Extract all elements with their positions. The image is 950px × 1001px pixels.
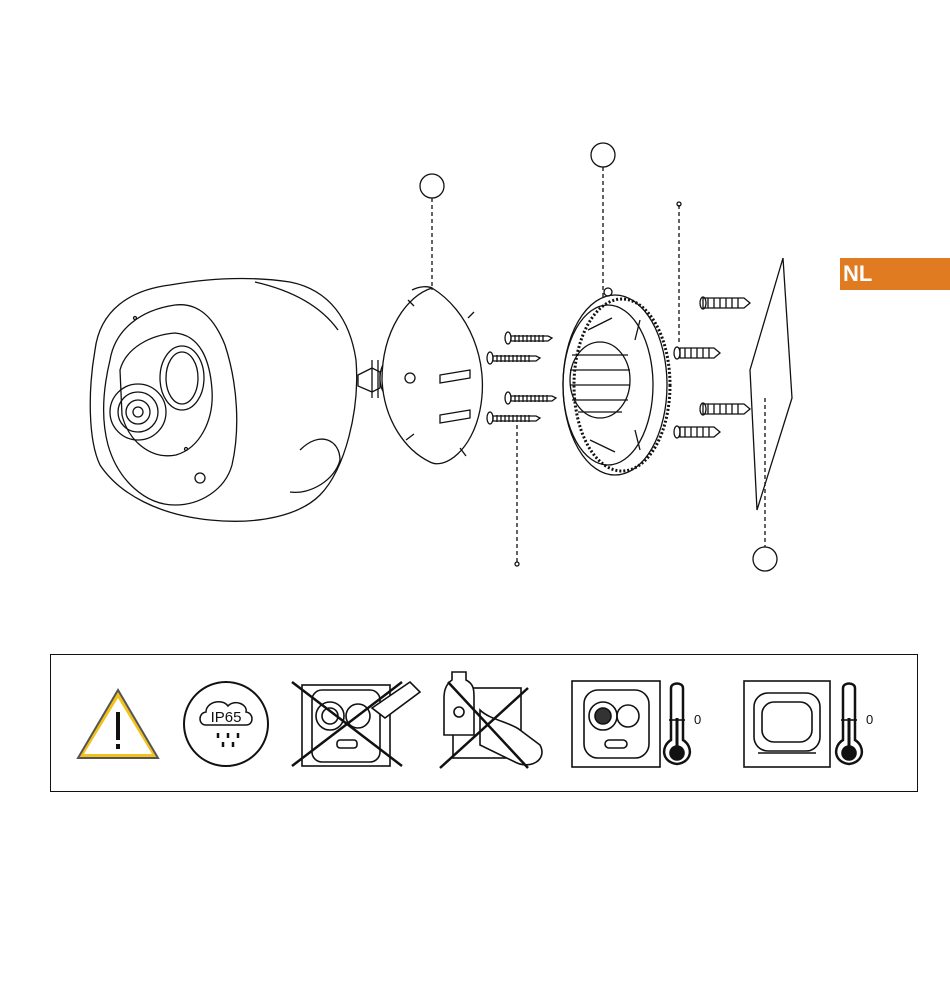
ip65-rain-icon: IP65 bbox=[184, 682, 268, 766]
mounting-diagram bbox=[0, 0, 950, 640]
ring-mount bbox=[563, 288, 670, 475]
callout-dot bbox=[677, 202, 681, 206]
camera-temp-value: 0 bbox=[694, 712, 701, 727]
ip65-label: IP65 bbox=[211, 709, 242, 726]
base-temperature-icon: 0 bbox=[744, 681, 873, 767]
no-disassemble-icon bbox=[292, 682, 420, 766]
warning-triangle-icon bbox=[78, 690, 158, 758]
no-chemical-cleaning-icon bbox=[440, 672, 542, 768]
camera-temperature-icon: 0 bbox=[572, 681, 701, 767]
camera-body bbox=[90, 278, 356, 521]
screws bbox=[487, 332, 556, 424]
base-temp-value: 0 bbox=[866, 712, 873, 727]
mounting-plate bbox=[382, 287, 482, 464]
callout-dot bbox=[515, 562, 519, 566]
callout-circle bbox=[591, 143, 615, 167]
callout-circle bbox=[420, 174, 444, 198]
wall-anchors bbox=[674, 297, 750, 438]
wall-surface bbox=[750, 258, 792, 510]
callout-circle bbox=[753, 547, 777, 571]
